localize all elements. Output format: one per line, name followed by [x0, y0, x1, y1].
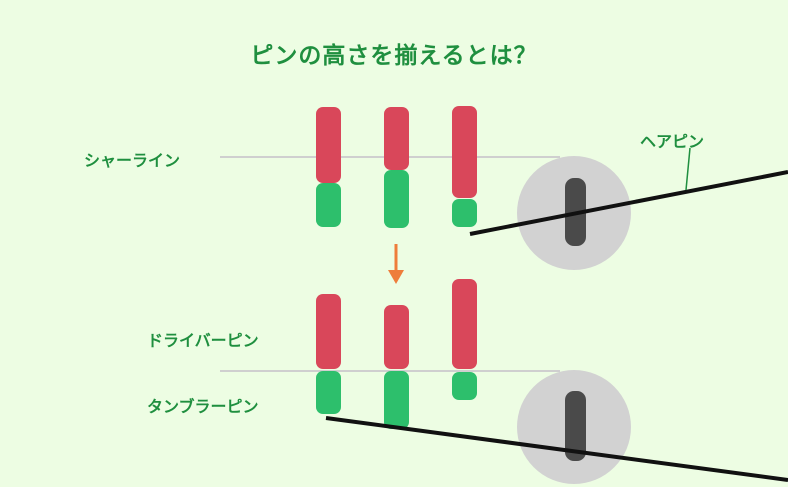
- driver-pin-bottom-2: [384, 305, 409, 369]
- cylinder-slot-bottom: [565, 391, 586, 461]
- tumbler-pin-top-1: [316, 183, 341, 227]
- driver-pin-top-1: [316, 107, 341, 183]
- tumbler-pin-bottom-3: [452, 372, 477, 400]
- hairpin-label: ヘアピン: [640, 132, 705, 151]
- hairpin-bottom: [325, 416, 788, 482]
- tumbler-pin-top-3: [452, 199, 477, 227]
- tumbler-pin-bottom-1: [316, 371, 341, 414]
- tumbler-pin-top-2: [384, 170, 409, 228]
- driver-pin-top-2: [384, 107, 409, 170]
- arrow-down-icon: [388, 244, 404, 284]
- driver-pin-label: ドライバーピン: [147, 331, 259, 350]
- diagram-title: ピンの高さを揃えるとは？: [250, 43, 538, 69]
- hairpin-pointer: [685, 147, 691, 191]
- tumbler-pin-bottom-2: [384, 371, 409, 429]
- shear-line-label: シャーライン: [84, 151, 181, 170]
- tumbler-pin-label: タンブラーピン: [147, 397, 259, 416]
- hairpin-top: [469, 170, 788, 236]
- driver-pin-top-3: [452, 106, 477, 198]
- driver-pin-bottom-3: [452, 279, 477, 369]
- driver-pin-bottom-1: [316, 294, 341, 369]
